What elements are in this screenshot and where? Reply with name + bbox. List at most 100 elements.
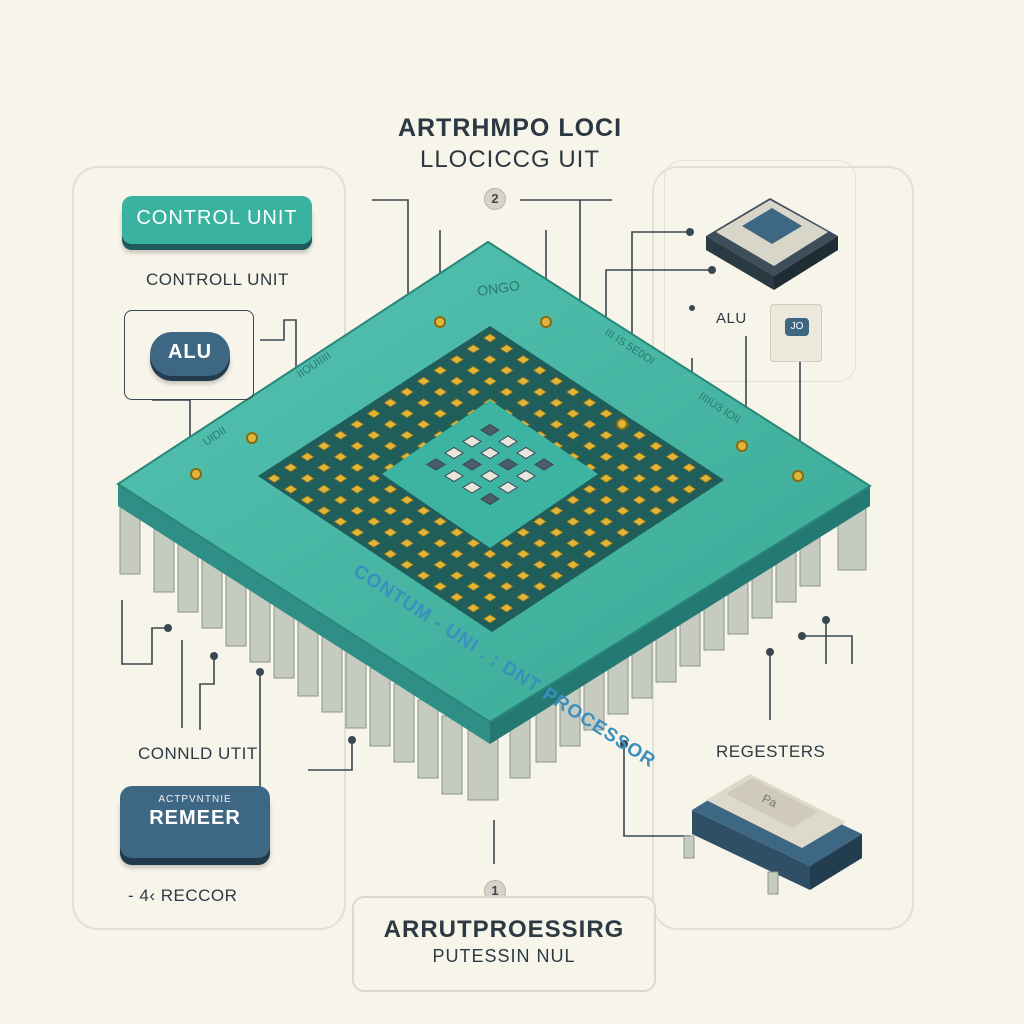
- gold-pad: [665, 473, 680, 483]
- chip-pins-right: [509, 507, 867, 779]
- gold-pad: [466, 387, 481, 397]
- gold-pad: [549, 549, 564, 559]
- gold-pad: [582, 549, 597, 559]
- core-key: [462, 435, 482, 448]
- core-key: [480, 423, 500, 437]
- gold-pad: [599, 495, 614, 505]
- gold-pad: [549, 506, 564, 516]
- gold-pad: [682, 484, 697, 494]
- gold-pad: [300, 452, 315, 462]
- jo-key-label: JO: [785, 318, 809, 336]
- gold-pad: [499, 344, 514, 354]
- gold-pad: [366, 517, 381, 527]
- gold-pad: [499, 365, 514, 375]
- gold-pad: [366, 473, 381, 483]
- core-key: [534, 458, 554, 471]
- gold-pad: [549, 398, 564, 408]
- gold-pad: [433, 387, 448, 397]
- gold-pad: [433, 581, 448, 591]
- gold-pad: [317, 484, 331, 494]
- gold-pad: [516, 549, 531, 559]
- gold-pad: [483, 549, 497, 559]
- remember-button[interactable]: ACTPVNTNIE REMEER: [120, 786, 270, 858]
- gold-pad: [433, 409, 448, 419]
- gold-pad: [449, 376, 464, 386]
- gold-pad: [317, 441, 331, 451]
- gold-pad: [466, 581, 481, 591]
- gold-pad: [549, 376, 564, 386]
- gold-pad: [549, 571, 564, 581]
- gold-contact-grid: [267, 333, 713, 624]
- gold-pad: [416, 549, 431, 559]
- gold-pad: [698, 473, 713, 483]
- gold-pad: [350, 527, 365, 537]
- gold-pad: [549, 419, 564, 429]
- gold-pad: [400, 517, 414, 527]
- gold-pad: [566, 560, 580, 570]
- gold-pad: [599, 538, 614, 548]
- gold-pad: [566, 517, 580, 527]
- chip-side-left: [118, 484, 490, 744]
- gold-pad: [400, 409, 414, 419]
- gold-pad: [499, 387, 514, 397]
- core-key: [426, 458, 446, 471]
- gold-pad: [366, 409, 381, 419]
- core-key: [444, 446, 464, 460]
- jo-key[interactable]: JO: [770, 304, 822, 362]
- control-unit-button[interactable]: CONTROL UNIT: [122, 196, 312, 244]
- control-unit-label: CONTROLL UNIT: [146, 270, 289, 289]
- gold-pad: [350, 419, 365, 429]
- core-key: [462, 458, 482, 471]
- gold-pad: [400, 560, 414, 570]
- core-key: [462, 481, 482, 494]
- gold-pad: [615, 441, 630, 451]
- gold-pad: [532, 517, 547, 527]
- core-key: [498, 458, 518, 471]
- gold-pad: [532, 581, 547, 591]
- gold-pad: [582, 441, 597, 451]
- gold-pad: [333, 517, 348, 527]
- gold-pad: [483, 592, 497, 602]
- gold-pad: [566, 409, 580, 419]
- core-key: [498, 481, 518, 494]
- gold-pad: [632, 430, 647, 440]
- gold-pad: [400, 430, 414, 440]
- remember-button-label: REMEER: [149, 807, 241, 829]
- gold-pad: [383, 549, 398, 559]
- core-key: [516, 446, 536, 460]
- gold-pad: [599, 452, 614, 462]
- gold-pad: [449, 527, 464, 537]
- gold-pad: [582, 506, 597, 516]
- gold-pad: [649, 441, 663, 451]
- gold-pad: [333, 430, 348, 440]
- gold-pad: [566, 387, 580, 397]
- gold-pad: [433, 365, 448, 375]
- title-line-2: LLOCICCG UIT: [419, 146, 601, 173]
- gold-pad: [350, 506, 365, 516]
- gold-pad: [416, 398, 431, 408]
- gold-pad: [499, 560, 514, 570]
- gold-pad: [615, 484, 630, 494]
- gold-pad: [582, 527, 597, 537]
- gold-pad: [499, 603, 514, 613]
- gold-pad: [283, 463, 298, 473]
- gold-pad: [516, 527, 531, 537]
- gold-pad: [449, 592, 464, 602]
- gold-pad: [416, 527, 431, 537]
- gold-pad: [483, 333, 497, 343]
- register-chip-badge: Pa: [760, 791, 780, 810]
- gold-pad: [483, 571, 497, 581]
- gold-pad: [499, 538, 514, 548]
- gold-pad: [665, 452, 680, 462]
- core-key: [480, 469, 500, 483]
- gold-pad: [383, 506, 398, 516]
- gold-pad: [649, 463, 663, 473]
- gold-pad: [366, 495, 381, 505]
- gold-pad: [333, 495, 348, 505]
- alu-button[interactable]: ALU: [150, 332, 230, 376]
- gold-pad: [317, 506, 331, 516]
- gold-pad: [366, 430, 381, 440]
- gold-pad: [582, 398, 597, 408]
- gold-pad: [466, 538, 481, 548]
